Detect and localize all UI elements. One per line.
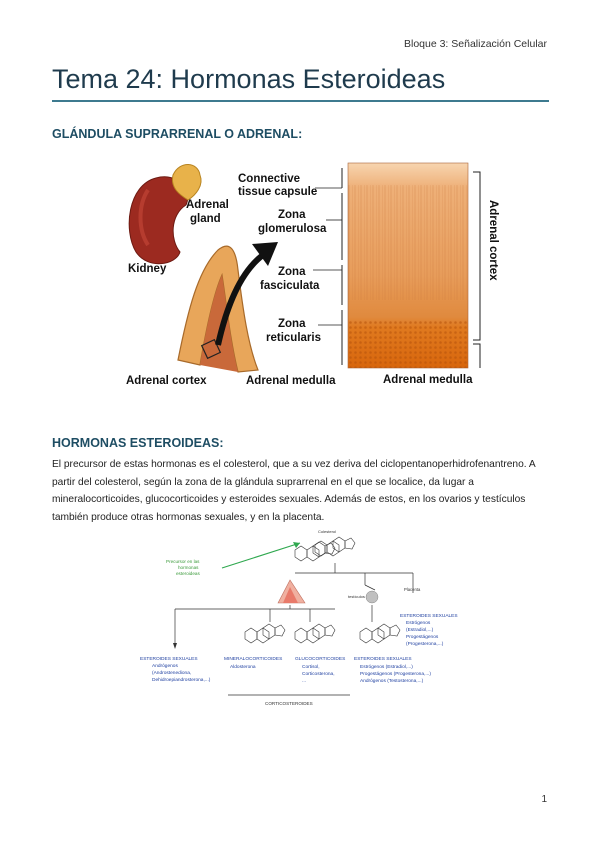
group-5-item-2: (Estradiol,...) <box>406 627 434 633</box>
label-fasciculata-2: fasciculata <box>260 280 320 292</box>
label-adrenal-gland-1: Adrenal <box>186 199 229 211</box>
group-5-item-4: (Progesterona,...) <box>406 641 444 647</box>
label-reticularis-1: Zona <box>278 318 306 330</box>
label-glomerulosa-2: glomerulosa <box>258 223 327 235</box>
section-heading-steroids: HORMONAS ESTEROIDEAS: <box>52 436 224 450</box>
header-section-label: Bloque 3: Señalización Celular <box>403 38 547 50</box>
group-1-item-1: Andrógenos <box>152 663 178 669</box>
label-reticularis-2: reticularis <box>266 332 321 344</box>
label-glomerulosa-1: Zona <box>278 209 306 221</box>
label-cortex-left: Adrenal cortex <box>126 375 207 387</box>
title-underline <box>52 100 549 102</box>
group-4-title: ESTEROIDES SEXUALES <box>354 656 412 662</box>
cholesterol-label: Colesterol <box>318 529 336 534</box>
group-5-title: ESTEROIDES SEXUALES <box>400 613 458 619</box>
precursor-note-1: Precursor en las <box>166 559 200 564</box>
steroid-synthesis-diagram: Precursor en las hormonas esteroideas Co… <box>140 529 458 706</box>
group-3-title: GLUCOCORTICOIDES <box>295 656 345 662</box>
group-3-item-1: Cortisol, <box>302 664 320 670</box>
placenta-label: Placenta <box>404 587 421 592</box>
zoom-arrow <box>215 252 265 346</box>
page-title: Tema 24: Hormonas Esteroideas <box>52 64 446 94</box>
group-5-item-3: Progestágenos <box>406 634 439 640</box>
group-3-item-3: ... <box>302 679 306 684</box>
group-3-item-2: Corticosterona, <box>302 671 335 677</box>
label-cortex-vertical: Adrenal cortex <box>487 200 499 281</box>
group-1-item-2: (Androstenediona, <box>152 670 191 676</box>
label-capsule-2: tissue capsule <box>238 186 317 198</box>
precursor-note-3: esteroideas <box>176 571 200 576</box>
label-kidney: Kidney <box>128 263 167 275</box>
precursor-note-2: hormonas <box>178 565 199 570</box>
group-1-item-3: Dehidroepiandrosterona,...) <box>152 677 211 683</box>
group-5-item-1: Estrógenos <box>406 620 431 626</box>
group-1-title: ESTEROIDES SEXUALES <box>140 656 198 662</box>
label-adrenal-gland-2: gland <box>190 213 221 225</box>
testicles-label: testículos <box>348 594 365 599</box>
group-2-title: MINERALOCORTICOIDES <box>224 656 282 662</box>
label-medulla-right: Adrenal medulla <box>383 374 473 386</box>
group-4-item-3: Andrógenos (Testosterona,...) <box>360 678 424 684</box>
page-number: 1 <box>541 794 547 805</box>
group-2-item-1: Aldosterona <box>230 664 256 670</box>
label-medulla-left: Adrenal medulla <box>246 375 336 387</box>
label-fasciculata-1: Zona <box>278 266 306 278</box>
section-heading-adrenal: GLÁNDULA SUPRARRENAL O ADRENAL: <box>52 127 303 141</box>
corticosteroids-label: CORTICOSTEROIDES <box>265 701 313 706</box>
label-capsule-1: Connective <box>238 173 300 185</box>
group-4-item-2: Progestágenos (Progesterona,...) <box>360 671 431 677</box>
adrenal-gland-shape <box>171 164 202 201</box>
group-4-item-1: Estrógenos (Estradiol,...) <box>360 664 413 670</box>
intro-paragraph: El precursor de estas hormonas es el col… <box>52 459 536 523</box>
adrenal-gland-figure: Adrenal gland Kidney Connective tissue c… <box>126 162 499 387</box>
